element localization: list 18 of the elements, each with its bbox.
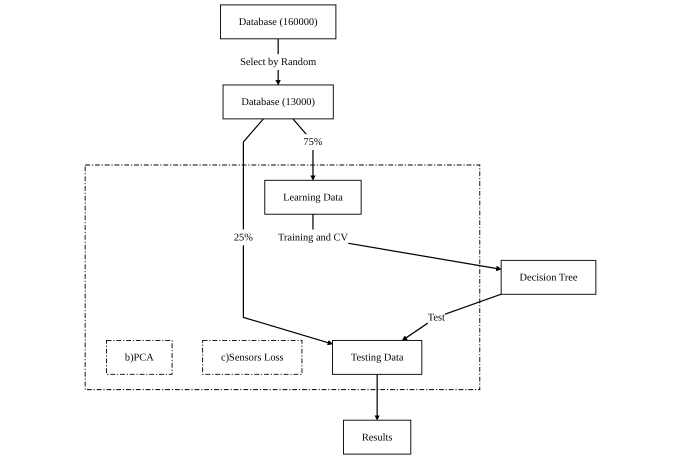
node-box: Database (13000) [222, 84, 334, 120]
arrow [292, 118, 316, 181]
node-box: Database (160000) [220, 4, 336, 40]
edge-label: 25% [234, 231, 253, 243]
node-box: Learning Data [264, 180, 362, 215]
node-box: b)PCA [106, 340, 173, 375]
edge-label: Training and CV [278, 231, 348, 243]
arrow [402, 294, 502, 341]
node-box: Testing Data [332, 340, 422, 375]
edge-label: 75% [303, 136, 322, 148]
node-box: Results [343, 420, 412, 455]
edge-label: Test [428, 311, 445, 324]
node-box: c)Sensors Loss [202, 340, 302, 375]
edge-label: Select by Random [240, 56, 316, 68]
arrow [242, 118, 333, 346]
node-box: Decision Tree [500, 260, 596, 295]
cluster [84, 164, 480, 390]
arrow [374, 374, 380, 420]
